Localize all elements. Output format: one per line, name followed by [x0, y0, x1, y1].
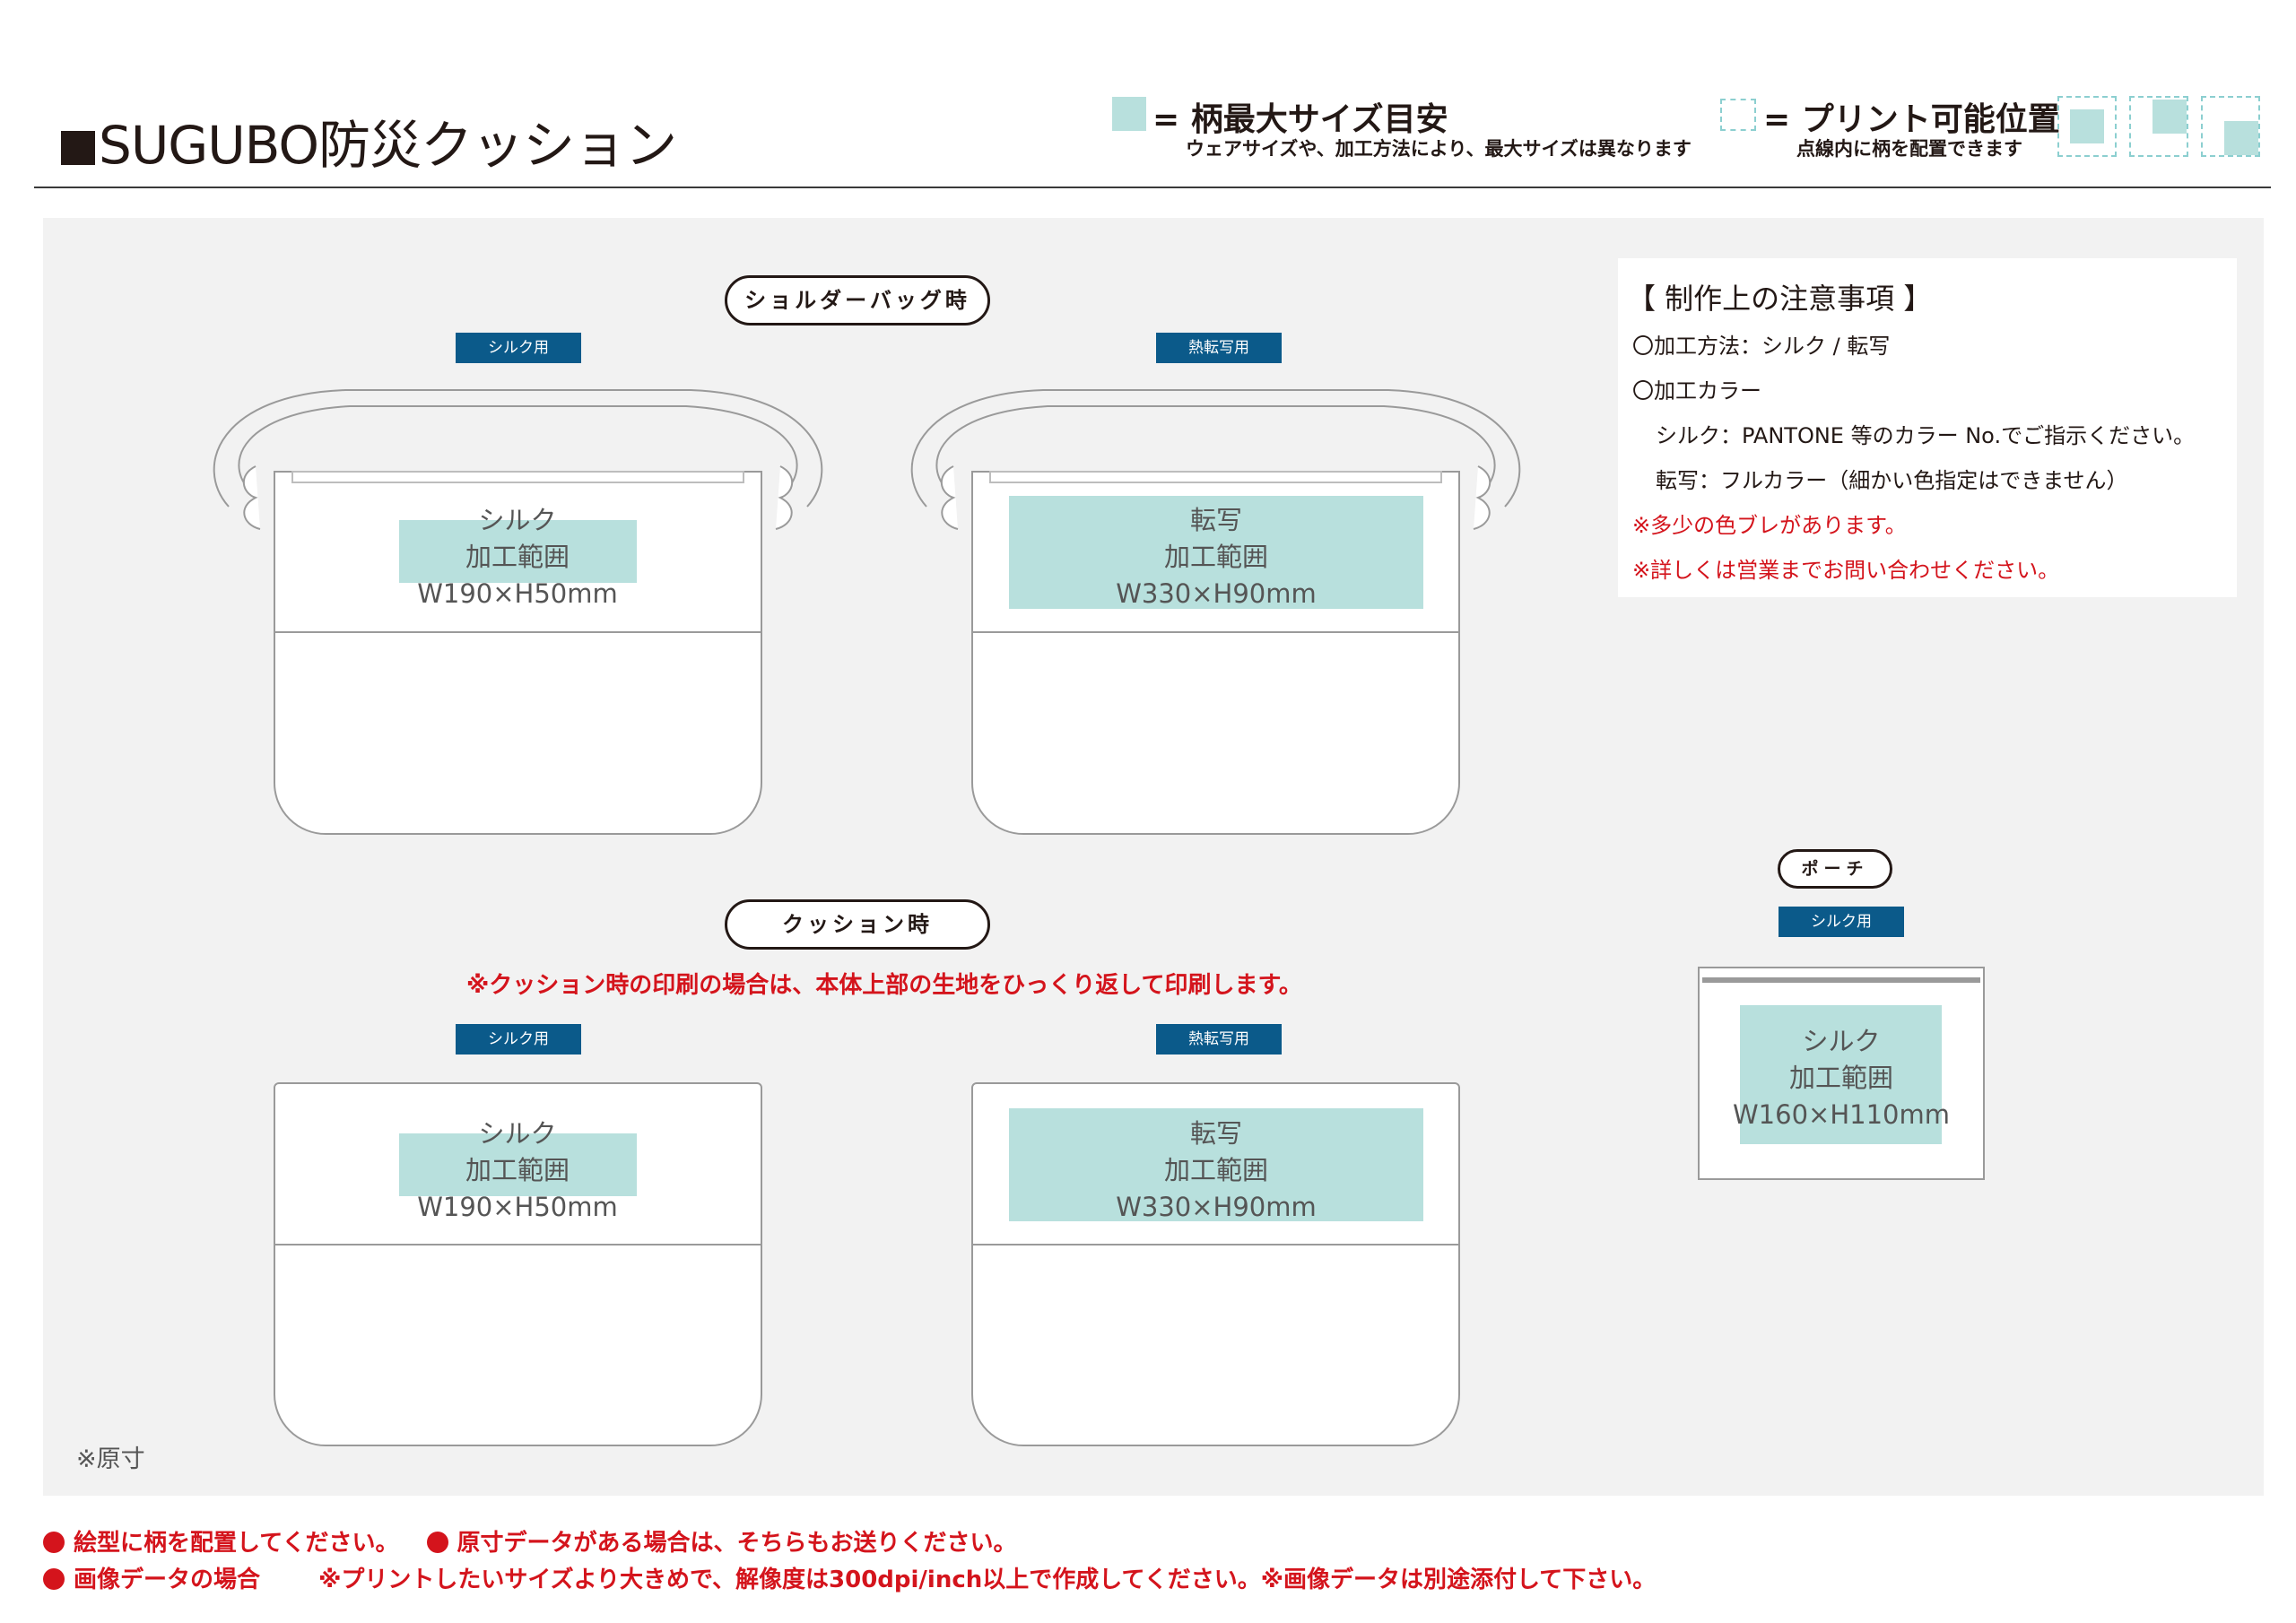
seam-line [973, 1244, 1458, 1245]
printable-note: 点線内に柄を配置できます [1796, 138, 2022, 160]
seam-line [973, 631, 1458, 633]
tag-silk: シルク用 [1779, 907, 1904, 937]
production-notes: 【 制作上の注意事項 】 〇加工方法：シルク / 転写 〇加工カラー シルク：P… [1618, 258, 2237, 597]
printable-dashed-icon [1720, 99, 1756, 131]
print-zone-silk [399, 520, 637, 583]
zone-transfer-text: 転写 加工範囲 W330×H90mm [1082, 1115, 1351, 1226]
notes-method: 〇加工方法：シルク / 転写 [1632, 334, 1891, 359]
notes-warning-1: ※多少の色ブレがあります。 [1632, 513, 1907, 538]
notes-warning-2: ※詳しくは営業までお問い合わせください。 [1632, 558, 2060, 583]
max-size-swatch-icon [1112, 97, 1146, 131]
scale-note: ※原寸 [76, 1445, 145, 1473]
red-bullet-icon [426, 1532, 448, 1553]
placement-bottom-right-icon [2201, 96, 2260, 157]
section-pouch-pill: ポーチ [1778, 849, 1892, 889]
zone-pouch-text: シルク 加工範囲 W160×H110mm [1707, 1023, 1976, 1133]
zone-label: シルク [1802, 1026, 1881, 1056]
red-bullet-icon [43, 1532, 65, 1553]
max-size-label: = 柄最大サイズ目安 [1152, 101, 1448, 138]
zone-size: W330×H90mm [1116, 1192, 1317, 1222]
tag-silk: シルク用 [456, 333, 581, 363]
section-cushion-pill: クッション時 [725, 899, 990, 950]
zone-silk-text: シルク 加工範囲 W190×H50mm [383, 1115, 652, 1226]
zone-size: W190×H50mm [417, 578, 618, 609]
zipper-left [291, 471, 744, 483]
footer-text: 画像データの場合 [74, 1567, 261, 1593]
zone-label: シルク [478, 505, 557, 535]
cushion-print-note: ※クッション時の印刷の場合は、本体上部の生地をひっくり返して印刷します。 [466, 972, 1302, 999]
notes-transfer-color: 転写：フルカラー（細かい色指定はできません） [1656, 468, 2128, 493]
red-bullet-icon [43, 1568, 65, 1590]
footer-line-1: 絵型に柄を配置してください。 原寸データがある場合は、そちらもお送りください。 [43, 1524, 1017, 1558]
footer-text: 絵型に柄を配置してください。 [74, 1530, 399, 1557]
placement-center-icon [2057, 96, 2117, 157]
footer-text: ※プリントしたいサイズより大きめで、解像度は300dpi/inch以上で作成して… [318, 1567, 1657, 1593]
strap-left-bag-icon [213, 389, 823, 530]
zone-label: 加工範囲 [1788, 1063, 1893, 1093]
placement-top-right-icon [2129, 96, 2188, 157]
print-zone-transfer [1009, 496, 1423, 609]
strap-right-bag-icon [910, 389, 1521, 530]
zone-label: シルク [478, 1118, 557, 1149]
print-zone-silk [399, 1133, 637, 1196]
zone-silk-text: シルク 加工範囲 W190×H50mm [383, 502, 652, 612]
seam-line [275, 1244, 761, 1245]
zone-size: W330×H90mm [1116, 578, 1317, 609]
zone-label: 加工範囲 [1163, 542, 1268, 572]
tag-transfer: 熱転写用 [1156, 1024, 1282, 1055]
zone-size: W190×H50mm [417, 1192, 618, 1222]
notes-silk-color: シルク：PANTONE 等のカラー No.でご指示ください。 [1656, 423, 2196, 448]
max-size-note: ウェアサイズや、加工方法により、最大サイズは異なります [1186, 138, 1692, 160]
zone-size: W160×H110mm [1733, 1099, 1950, 1130]
zipper-right [989, 471, 1442, 483]
seam-line [275, 631, 761, 633]
tag-transfer: 熱転写用 [1156, 333, 1282, 363]
zone-label: 転写 [1189, 1118, 1242, 1149]
notes-heading: 【 制作上の注意事項 】 [1627, 282, 1933, 316]
header-divider [34, 187, 2271, 188]
zone-transfer-text: 転写 加工範囲 W330×H90mm [1082, 502, 1351, 612]
print-zone-transfer [1009, 1108, 1423, 1221]
zone-label: 加工範囲 [465, 1155, 570, 1185]
title-text: SUGUBO防災クッション [99, 115, 677, 176]
zone-label: 転写 [1189, 505, 1242, 535]
page-title: SUGUBO防災クッション [61, 103, 677, 178]
footer-text: 原寸データがある場合は、そちらもお送りください。 [457, 1530, 1017, 1557]
bag-body-left [274, 471, 762, 835]
zone-label: 加工範囲 [465, 542, 570, 572]
pouch-zipper [1702, 977, 1980, 983]
footer-line-2: 画像データの場合 ※プリントしたいサイズより大きめで、解像度は300dpi/in… [43, 1561, 1656, 1594]
notes-color: 〇加工カラー [1632, 378, 1761, 404]
square-bullet-icon [61, 131, 95, 165]
print-zone-pouch [1740, 1005, 1942, 1144]
section-shoulder-pill: ショルダーバッグ時 [725, 275, 990, 325]
printable-label: = プリント可能位置 [1763, 101, 2060, 138]
tag-silk: シルク用 [456, 1024, 581, 1055]
zone-label: 加工範囲 [1163, 1155, 1268, 1185]
